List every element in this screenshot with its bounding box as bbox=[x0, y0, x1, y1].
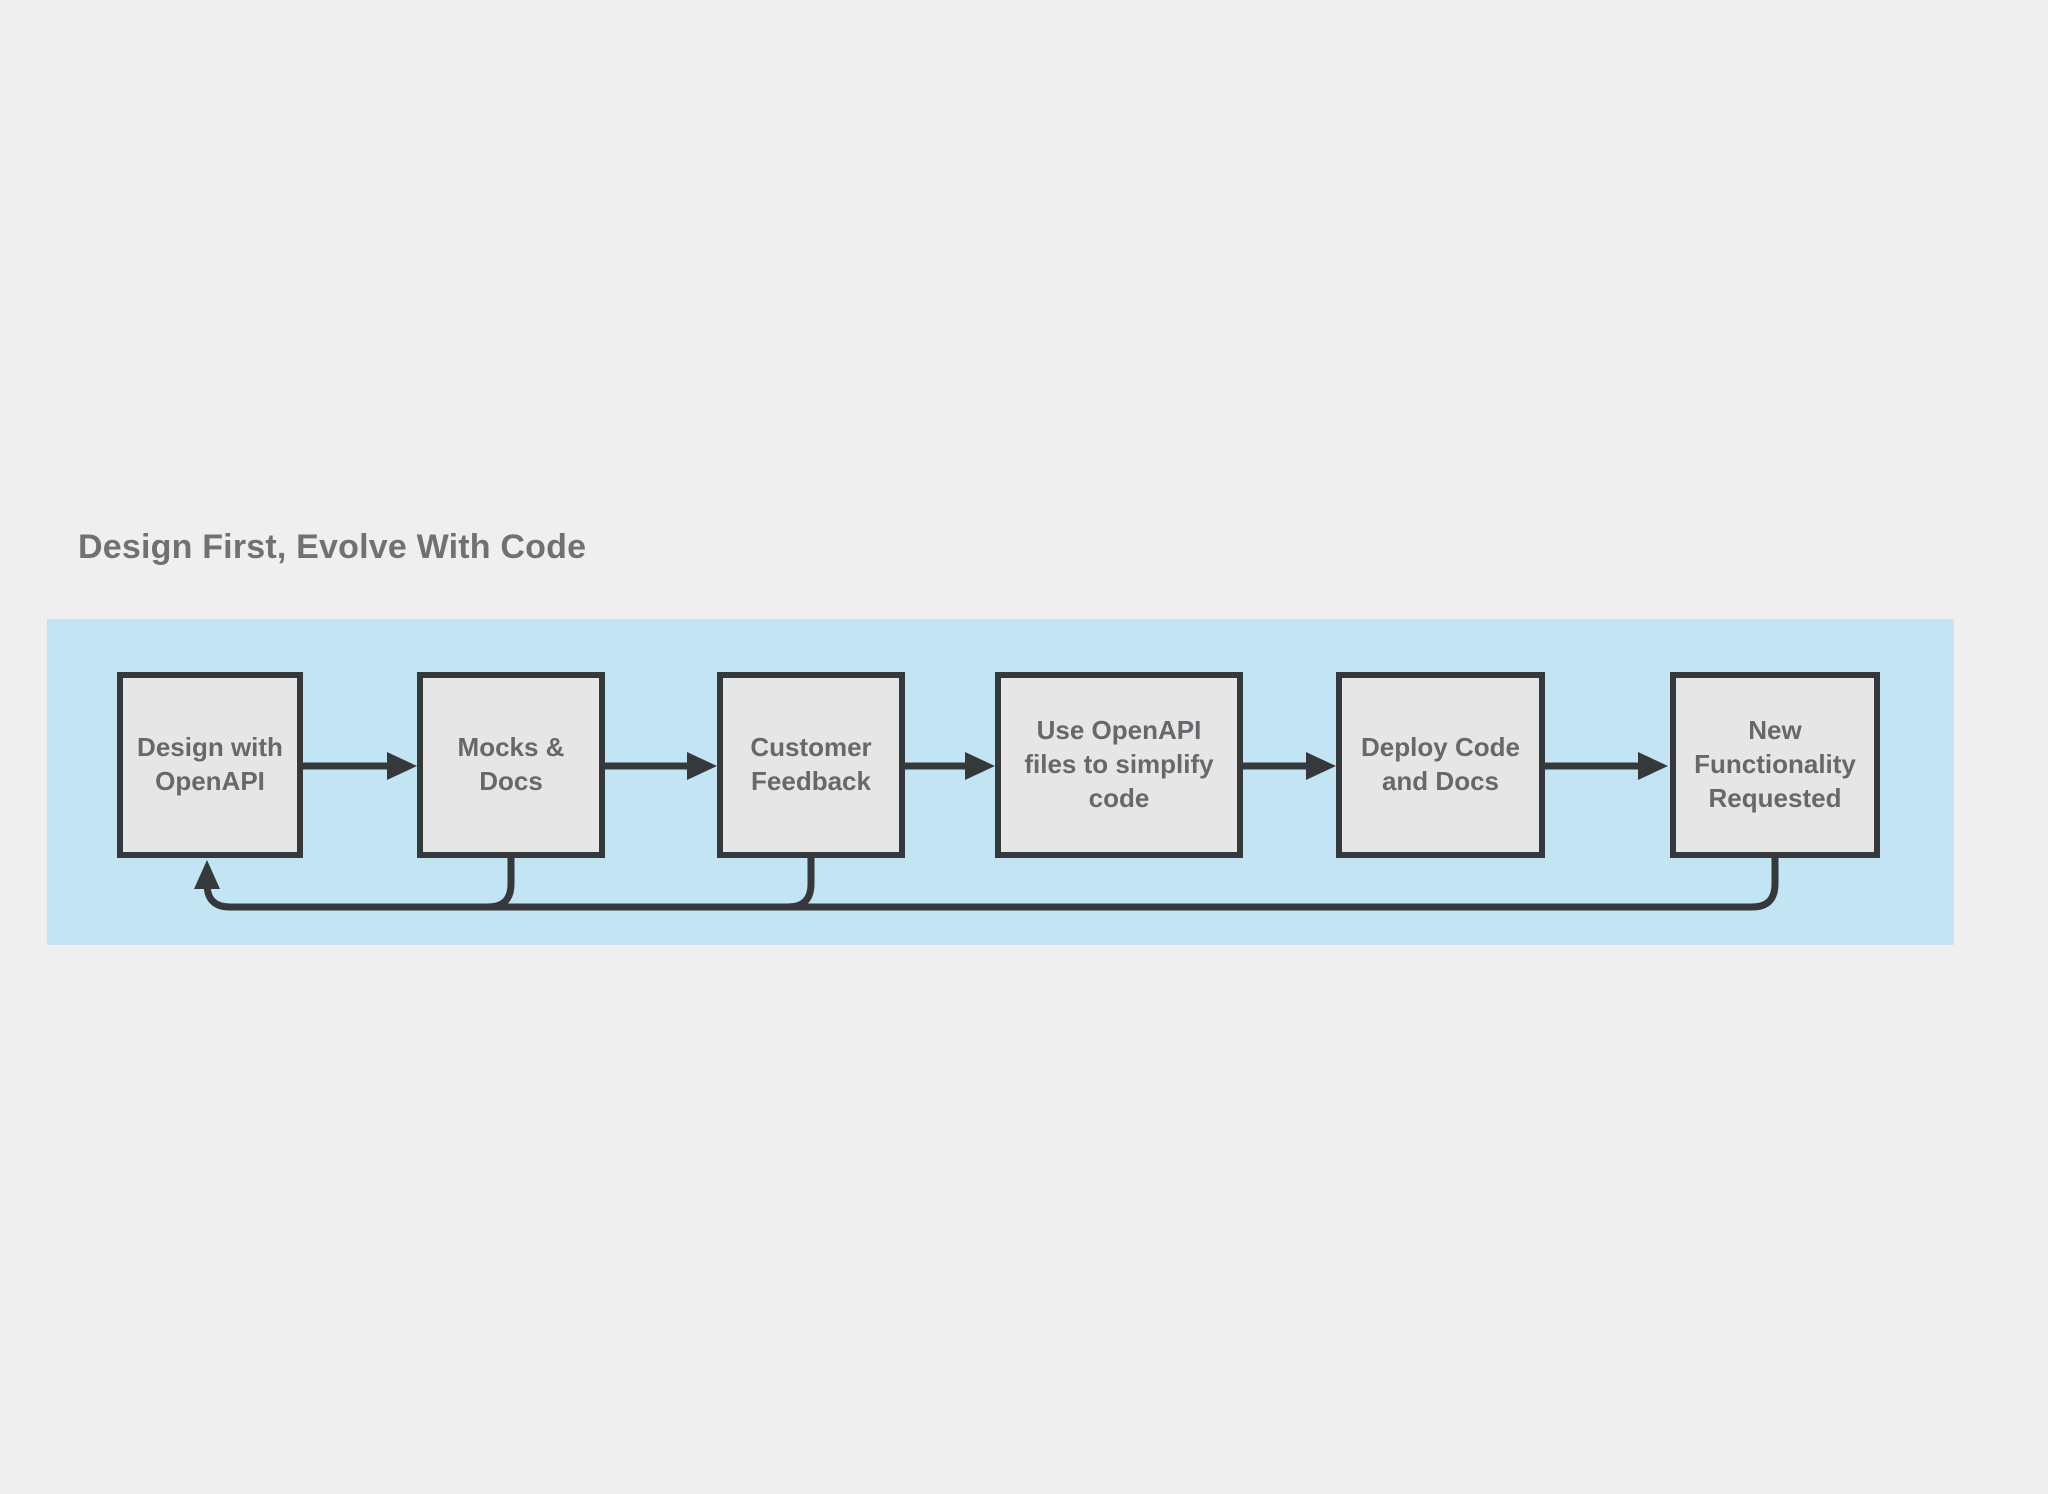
node-deploy-code-and-docs: Deploy Code and Docs bbox=[1336, 672, 1545, 858]
node-label: Deploy Code and Docs bbox=[1361, 732, 1520, 796]
node-mocks-and-docs: Mocks & Docs bbox=[417, 672, 605, 858]
node-label: Customer Feedback bbox=[750, 732, 872, 796]
node-label: New Functionality Requested bbox=[1694, 715, 1856, 813]
node-design-with-openapi: Design with OpenAPI bbox=[117, 672, 303, 858]
node-customer-feedback: Customer Feedback bbox=[717, 672, 905, 858]
node-use-openapi-files: Use OpenAPI files to simplify code bbox=[995, 672, 1243, 858]
node-label: Mocks & Docs bbox=[457, 732, 565, 796]
diagram-title: Design First, Evolve With Code bbox=[78, 528, 587, 566]
node-label: Use OpenAPI files to simplify code bbox=[1024, 715, 1214, 813]
node-label: Design with OpenAPI bbox=[137, 732, 283, 796]
node-new-functionality-requested: New Functionality Requested bbox=[1670, 672, 1880, 858]
